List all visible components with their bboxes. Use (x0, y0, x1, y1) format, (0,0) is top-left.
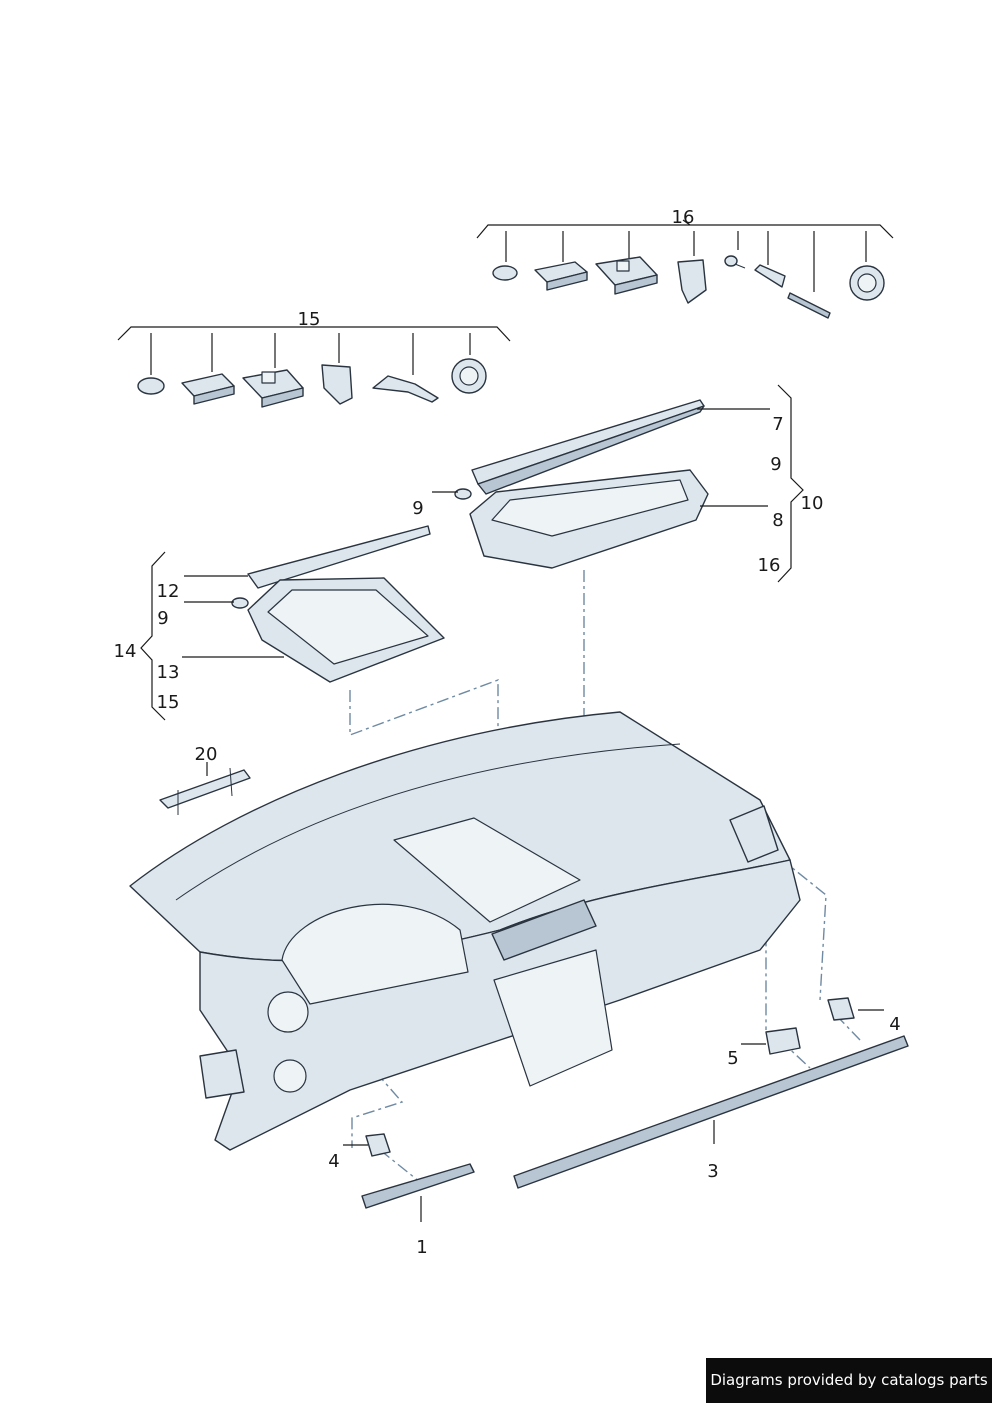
right-lid (471, 399, 705, 485)
callout-15-top: 15 (298, 309, 321, 330)
callout-5: 5 (727, 1048, 738, 1069)
gear-icon-15 (451, 358, 487, 394)
group-16: 16 (476, 207, 894, 319)
bracket-icon (677, 259, 707, 304)
callout-10: 10 (801, 493, 824, 514)
callout-20: 20 (195, 744, 218, 765)
center-vent-icon (491, 899, 597, 961)
light-switch-icon (273, 1059, 307, 1093)
spring-icon (754, 264, 831, 319)
callout-13: 13 (157, 662, 180, 683)
callout-4-left: 4 (328, 1151, 339, 1172)
callout-12: 12 (157, 581, 180, 602)
trim-parts: 1 3 4 4 5 (328, 997, 909, 1258)
callout-1: 1 (416, 1237, 427, 1258)
callout-16-right: 16 (758, 555, 781, 576)
damper-icon-9b (231, 597, 249, 609)
instrument-cluster-icon (281, 903, 469, 1005)
clip-icon-4a (365, 1133, 391, 1157)
gear-icon (849, 265, 885, 301)
display-bezel-icon (393, 817, 581, 923)
callout-8: 8 (772, 510, 783, 531)
callout-15-left: 15 (157, 692, 180, 713)
callout-9-left: 9 (157, 608, 168, 629)
callout-9-middle: 9 (412, 498, 423, 519)
callout-9-right: 9 (770, 454, 781, 475)
switch-icon (595, 256, 658, 295)
trim-strip-1 (361, 1163, 475, 1209)
rail-icon-15 (372, 375, 439, 403)
side-vent-icon (267, 991, 309, 1033)
group-15: 15 (117, 309, 511, 408)
cover-icon-15 (181, 373, 235, 405)
bracket-icon-15 (321, 364, 353, 405)
callout-16-top: 16 (672, 207, 695, 228)
callout-3: 3 (707, 1161, 718, 1182)
support-icon-20 (159, 769, 251, 809)
glovebox-opening-icon (493, 949, 613, 1087)
callout-7: 7 (772, 414, 783, 435)
callout-4-right: 4 (889, 1014, 900, 1035)
left-lid (247, 525, 431, 589)
clip-icon-15 (137, 377, 165, 395)
left-compartment: 12 9 14 13 15 (114, 525, 445, 721)
trim-strip-3 (513, 1035, 909, 1189)
callout-14: 14 (114, 641, 137, 662)
part-20: 20 (159, 744, 251, 815)
switch-icon-15 (242, 369, 304, 408)
clip-icon (492, 265, 518, 281)
credit-banner: Diagrams provided by catalogs parts (706, 1358, 992, 1403)
dashboard (129, 711, 801, 1151)
clip-icon-5 (765, 1027, 801, 1055)
right-compartment: 7 9 10 8 16 9 (412, 384, 824, 583)
damper-icon-9a (454, 488, 472, 500)
clip-icon-4b (827, 997, 855, 1021)
screw-icon (724, 255, 746, 269)
cover-icon (534, 261, 588, 291)
